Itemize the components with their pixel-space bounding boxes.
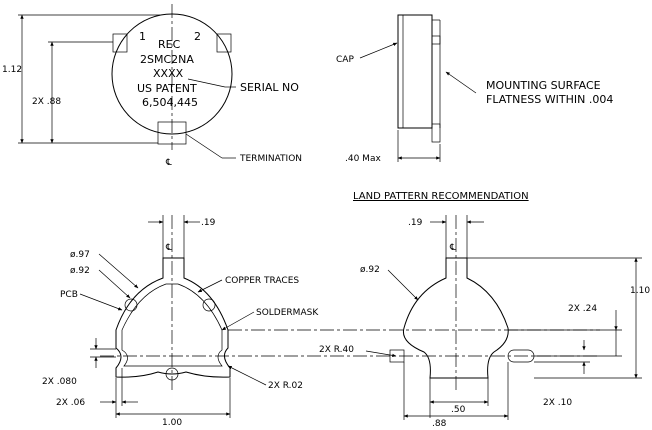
pcb-view: ℄ .19 ø.97 ø.92 PCB COPPER TRACES SOLDER… — [42, 215, 319, 428]
pcb-dim-080: 2X .080 — [42, 377, 77, 387]
marking-serial: XXXX — [153, 67, 184, 80]
land-pattern-title: LAND PATTERN RECOMMENDATION — [353, 191, 529, 202]
right-connector-tab — [216, 33, 232, 53]
dim-overall-height: 1.12 — [2, 65, 22, 75]
top-view: ℄ 1 2 REC 2SMC2NA XXXX US PATENT 6,504,4… — [2, 4, 302, 168]
pin2-label: 2 — [194, 30, 201, 43]
mounting-surface-label: MOUNTING SURFACE — [486, 79, 601, 92]
flatness-label: FLATNESS WITHIN .004 — [486, 93, 613, 106]
pcb-copper-outline — [115, 257, 231, 378]
land-dim-24: 2X .24 — [568, 304, 597, 314]
land-radius-label: 2X R.40 — [319, 345, 354, 355]
pcb-dia-92: ø.92 — [70, 266, 90, 276]
termination-label: TERMINATION — [239, 154, 302, 164]
marking-patent-label: US PATENT — [137, 82, 197, 95]
copper-traces-label: COPPER TRACES — [225, 276, 299, 286]
side-cap — [397, 14, 404, 129]
side-view: CAP MOUNTING SURFACE FLATNESS WITHIN .00… — [336, 14, 613, 164]
land-dim-tab-width: .19 — [408, 218, 423, 228]
land-centerline-mark: ℄ — [449, 243, 456, 253]
pcb-dia-97: ø.97 — [70, 250, 90, 260]
pcb-label: PCB — [60, 290, 78, 300]
marking-rec: REC — [158, 38, 181, 51]
land-dim-10: 2X .10 — [543, 398, 572, 408]
pcb-via-2 — [202, 298, 216, 312]
left-connector-tab — [112, 33, 128, 53]
side-mounting-tab — [431, 123, 441, 143]
top-centerline-mark: ℄ — [165, 158, 172, 168]
land-left-pad — [389, 349, 405, 363]
pcb-dim-width: 1.00 — [162, 418, 182, 428]
land-pattern-pad — [402, 257, 509, 379]
pcb-dim-tab-width: .19 — [201, 218, 216, 228]
pcb-centerline-mark: ℄ — [165, 243, 172, 253]
pcb-via-1 — [124, 298, 138, 312]
land-dim-height: 1.10 — [630, 286, 650, 296]
land-dia-92: ø.92 — [360, 265, 380, 275]
pcb-soldermask-outline — [121, 283, 223, 367]
serial-no-label: SERIAL NO — [240, 81, 299, 94]
land-dim-88: .88 — [432, 419, 447, 429]
marking-patent-number: 6,504,445 — [142, 96, 198, 109]
cap-label: CAP — [336, 55, 354, 65]
dim-max-height: .40 Max — [345, 154, 381, 164]
pcb-dim-06: 2X .06 — [56, 398, 85, 408]
pcb-radius-label: 2X R.02 — [268, 381, 303, 391]
soldermask-label: SOLDERMASK — [256, 308, 319, 318]
land-dim-50: .50 — [451, 405, 466, 415]
dim-pin-spacing: 2X .88 — [32, 97, 61, 107]
pin1-label: 1 — [139, 30, 146, 43]
marking-model: 2SMC2NA — [140, 53, 194, 66]
land-pattern-view: LAND PATTERN RECOMMENDATION ℄ .19 ø.92 2… — [319, 191, 650, 429]
